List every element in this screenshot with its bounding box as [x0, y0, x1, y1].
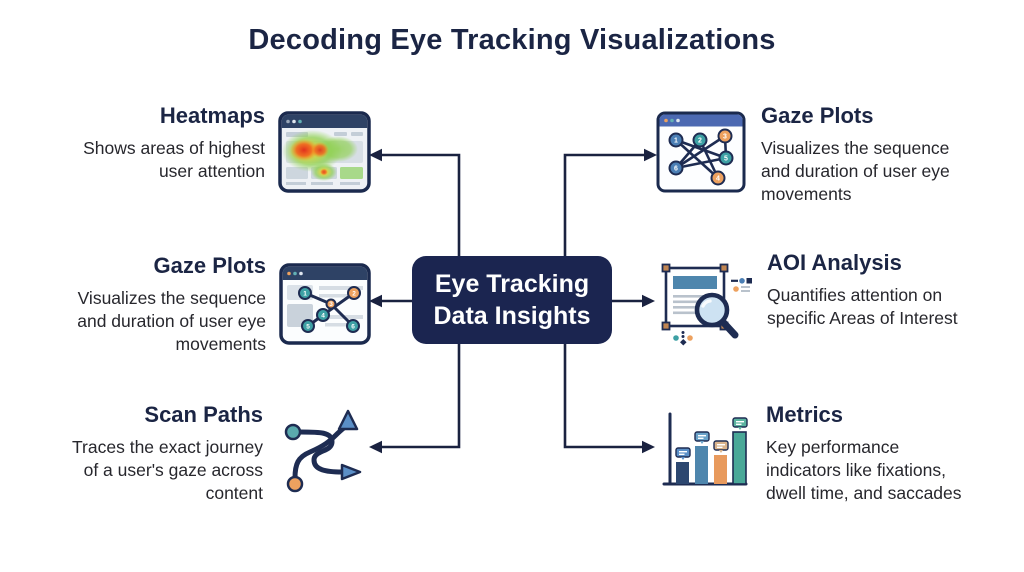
svg-text:6: 6 — [674, 166, 678, 173]
metrics-heading: Metrics — [766, 402, 844, 427]
aoi-decor-dots — [673, 278, 752, 346]
connector-to-heatmaps — [380, 153, 461, 256]
aoi-magnifier-document-icon — [652, 256, 752, 348]
gaze-plots-right-heading: Gaze Plots — [761, 103, 874, 128]
page-title: Decoding Eye Tracking Visualizations — [248, 24, 776, 56]
arrowhead-metrics — [642, 440, 655, 454]
svg-text:3: 3 — [329, 301, 333, 308]
svg-text:1: 1 — [674, 138, 678, 145]
center-node-line1: Eye Tracking — [434, 270, 590, 298]
gaze-plots-left-heading: Gaze Plots — [153, 253, 266, 278]
svg-text:2: 2 — [352, 290, 356, 297]
svg-text:5: 5 — [306, 323, 310, 330]
svg-text:4: 4 — [716, 176, 720, 183]
scan-path-arrows-icon — [276, 404, 371, 502]
item-gaze-plots-left: Gaze Plots Visualizes the sequence and d… — [26, 253, 371, 356]
item-metrics: Metrics Key performance indicators like … — [656, 402, 1016, 505]
item-aoi-analysis: AOI Analysis Quantifies attention on spe… — [652, 250, 1012, 348]
svg-text:4: 4 — [321, 312, 325, 319]
item-heatmaps: Heatmaps Shows areas of highest user att… — [26, 103, 371, 193]
bar-chart-tooltips-icon — [656, 404, 751, 499]
aoi-analysis-heading: AOI Analysis — [767, 250, 902, 275]
center-node-line2: Data Insights — [433, 302, 591, 330]
heatmap-browser-icon — [278, 111, 371, 193]
center-node: Eye Tracking Data Insights — [412, 256, 612, 344]
metrics-description: Key performance indicators like fixation… — [766, 437, 962, 503]
connector-to-scan-paths — [380, 344, 461, 449]
svg-text:6: 6 — [351, 323, 355, 330]
heatmaps-description: Shows areas of highest user attention — [83, 138, 265, 182]
item-scan-paths: Scan Paths Traces the exact journey of a… — [26, 402, 371, 505]
connector-to-gaze-plots-right — [563, 153, 646, 256]
gaze-plots-right-description: Visualizes the sequence and duration of … — [761, 138, 950, 204]
gaze-plot-browser-icon: 1 2 3 4 5 6 — [279, 263, 371, 345]
svg-text:5: 5 — [724, 156, 728, 163]
scan-paths-heading: Scan Paths — [144, 402, 263, 427]
gaze-plots-left-description: Visualizes the sequence and duration of … — [77, 288, 266, 354]
svg-text:3: 3 — [723, 134, 727, 141]
bar-tooltips — [675, 417, 748, 460]
aoi-analysis-description: Quantifies attention on specific Areas o… — [767, 285, 958, 329]
gaze-network-browser-icon: 1 2 3 5 6 4 — [656, 111, 746, 193]
svg-text:1: 1 — [303, 290, 307, 297]
heatmaps-heading: Heatmaps — [159, 103, 265, 128]
connector-to-metrics — [563, 344, 644, 449]
scan-paths-description: Traces the exact journey of a user's gaz… — [72, 437, 263, 503]
item-gaze-plots-right: 1 2 3 5 6 4 Gaze Plots Visualizes the se… — [656, 103, 1011, 206]
svg-text:2: 2 — [698, 138, 702, 145]
